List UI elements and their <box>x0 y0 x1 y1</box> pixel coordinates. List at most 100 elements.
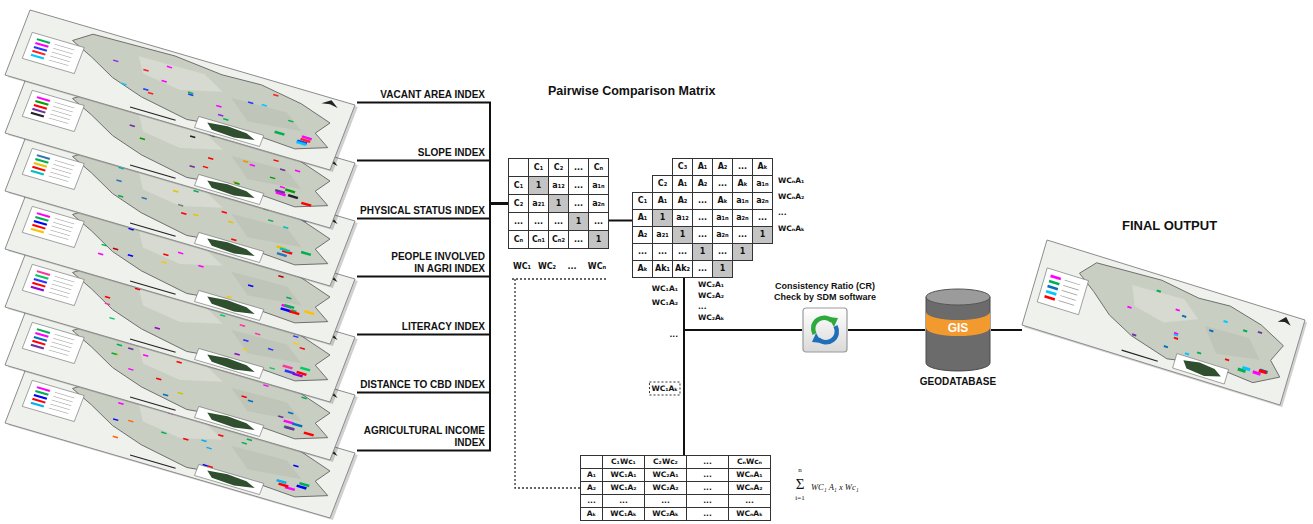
cell-text: ... <box>534 218 543 226</box>
matrix-cell: C₁ <box>508 176 529 195</box>
terrain-patch <box>1125 283 1203 332</box>
matrix-cell: ... <box>632 243 653 261</box>
text-label: WCₙA₂ <box>778 192 804 201</box>
legend-box <box>22 32 84 73</box>
text-label: WC₁Aₖ <box>651 384 678 393</box>
label-box: WC₁Aₖ <box>558 384 678 393</box>
matrix-cell: 1 <box>712 260 733 278</box>
map-dot <box>288 412 294 415</box>
matrix-cell: Aₖ <box>632 260 653 278</box>
cylinder-band <box>926 312 990 336</box>
matrix-cell: C₃ <box>672 158 693 176</box>
cell-text: C₁Wc₁ <box>611 458 636 466</box>
matrix-cell: A₂ <box>580 481 603 495</box>
matrix-cell: A₂ <box>712 158 733 176</box>
map-dot <box>143 88 149 91</box>
label-box: WC₁ A₁ x Wc₁ <box>811 482 859 492</box>
map-dot <box>198 265 204 268</box>
connector-line <box>357 204 508 335</box>
cell-text: ... <box>658 248 667 256</box>
map-dot <box>248 259 254 262</box>
cell-text: WC₁Aₖ <box>610 510 637 518</box>
map-dot <box>263 208 269 211</box>
cell-text: ... <box>703 497 712 505</box>
map-dot <box>269 367 275 370</box>
cell-text: 1 <box>660 214 666 222</box>
matrix-cell: ... <box>692 209 713 227</box>
cell-text: ... <box>594 218 603 226</box>
map-dot <box>208 157 214 160</box>
matrix-cell: WCₙA₂ <box>728 481 771 495</box>
cell-text: C₁ <box>638 197 647 205</box>
matrix-cell: CₙWcₙ <box>728 455 771 469</box>
legend-line <box>1065 280 1081 285</box>
map-dot <box>226 295 232 298</box>
cell-text: WCₙA₂ <box>736 484 762 492</box>
map-dot <box>203 166 209 169</box>
map-dot <box>189 165 195 168</box>
map-dot <box>183 438 189 441</box>
map-dot <box>178 204 184 207</box>
map-dot <box>154 327 160 330</box>
legend-swatch <box>31 54 45 60</box>
cell-text: ... <box>554 218 563 226</box>
sheet-paper <box>1022 240 1305 405</box>
icon-frame <box>803 308 847 352</box>
map-dot <box>111 352 117 355</box>
matrix-cell: a₁ₙ <box>752 175 773 193</box>
cell-text: 1 <box>740 248 746 256</box>
matrix-cell: Aₖ <box>712 192 733 210</box>
matrix-cell: ... <box>686 494 729 508</box>
cell-text: 1 <box>536 182 542 190</box>
map-dot <box>210 134 216 137</box>
matrix-cell: ... <box>732 158 753 176</box>
cell-text: 1 <box>680 231 686 239</box>
matrix-cell: Cₙ₁ <box>528 230 549 249</box>
matrix-cell: a₂ₙ <box>712 226 733 244</box>
north-arrow <box>321 156 339 166</box>
text-label: WC₁ A₁ x Wc₁ <box>811 482 859 492</box>
map-dot <box>218 114 224 117</box>
matrix-cell: A₂ <box>632 226 653 244</box>
map-cluster <box>276 479 287 484</box>
cell-text: a₂₁ <box>532 200 544 208</box>
legend-line <box>49 234 69 240</box>
connector-line <box>357 204 508 393</box>
cell-text: ... <box>758 214 767 222</box>
check-heading: Consistency Ratio (CR) Check by SDM soft… <box>774 281 876 302</box>
layer-label: VACANT AREA INDEX <box>380 89 485 100</box>
map-cluster <box>280 307 291 312</box>
matrix-cell: ... <box>568 176 589 195</box>
map-dot <box>248 101 254 104</box>
cell-text: WCₙA₁ <box>736 471 762 479</box>
map-dot <box>293 465 299 468</box>
map-dot <box>278 415 284 418</box>
map-cluster <box>304 310 315 315</box>
legend-swatch <box>1046 290 1057 296</box>
map-cluster <box>1259 369 1268 374</box>
legend-line <box>1063 285 1079 290</box>
matrix-cell: A₁ <box>580 468 603 482</box>
matrix-cell: ... <box>588 212 609 231</box>
map-dot <box>167 66 173 69</box>
matrix-cell: A₁ <box>652 192 673 210</box>
legend-line <box>49 292 69 298</box>
matrix-cell: A₁ <box>692 158 713 176</box>
north-arrow <box>321 388 339 398</box>
matrix-cell: WC₁A₂ <box>602 481 645 495</box>
cell-text: A₂ <box>638 231 648 239</box>
output-heading: FINAL OUTPUT <box>1122 218 1217 233</box>
map-dot <box>1225 358 1230 361</box>
connector-line <box>357 204 508 219</box>
text-label: WCₙ <box>588 262 606 271</box>
map-dot <box>231 238 237 241</box>
matrix-cell: ... <box>728 494 771 508</box>
map-dot <box>128 420 134 423</box>
cell-text: Cₙ₁ <box>532 236 545 244</box>
matrix-cell: a₁ₙ <box>588 176 609 195</box>
cell-text: Cₙ <box>514 236 524 244</box>
matrix-cell: a₂₁ <box>652 226 673 244</box>
connector-line <box>848 329 925 331</box>
output-heading-box: FINAL OUTPUT <box>1122 218 1217 234</box>
matrix-cell: Ak₁ <box>652 260 673 278</box>
